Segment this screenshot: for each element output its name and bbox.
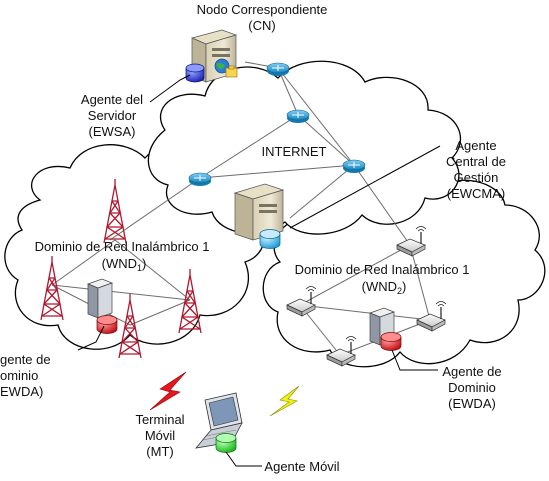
terminal-label-line3: (MT) xyxy=(146,444,173,459)
mobile-agent-label: Agente Móvil xyxy=(264,459,339,474)
central-server-icon xyxy=(233,183,285,241)
radio-tower-icon xyxy=(118,294,142,359)
router-icon xyxy=(266,62,290,76)
terminal-label-line1: Terminal xyxy=(135,412,184,427)
domain-controller-icon xyxy=(87,278,113,319)
radio-tower-icon xyxy=(40,256,64,321)
radio-tower-icon xyxy=(178,269,202,334)
domain-agent-database-icon xyxy=(96,315,118,334)
domain-agent-database-icon xyxy=(380,332,402,351)
domain1-title: Dominio de Red Inalámbrico 1 xyxy=(35,239,210,254)
server-agent-label-line3: (EWSA) xyxy=(89,124,136,139)
domain-agent-right-line2: Dominio xyxy=(448,380,496,395)
domain-agent-right-line1: Agente de xyxy=(442,364,501,379)
router-icon xyxy=(342,159,366,173)
correspondent-node-abbr: (CN) xyxy=(248,18,275,33)
internet-cloud xyxy=(147,60,462,235)
domain-agent-left-line2: ominio xyxy=(0,368,38,383)
access-point-icon xyxy=(396,226,427,257)
central-agent-label-line4: (EWCMA) xyxy=(447,186,506,201)
domain-agent-left-line1: gente de xyxy=(0,352,51,367)
server-agent-database-icon xyxy=(185,63,205,83)
lightning-bolt-icon xyxy=(269,385,300,417)
label-leader-lines xyxy=(77,74,441,467)
access-point-icon xyxy=(326,336,357,367)
globe-icon xyxy=(214,58,230,74)
access-point-icon xyxy=(286,286,317,317)
lightning-bolt-icon xyxy=(149,371,187,411)
terminal-label-line2: Móvil xyxy=(145,428,175,443)
central-agent-label-line1: Agente xyxy=(455,138,496,153)
folder-icon xyxy=(225,65,238,78)
router-icon xyxy=(188,172,212,186)
domain-agent-left-line3: EWDA) xyxy=(0,384,43,399)
domain2-abbr: (WND2) xyxy=(362,279,407,296)
domain-agent-right-line3: (EWDA) xyxy=(448,396,496,411)
mobile-agent-database-icon xyxy=(215,433,237,453)
internet-label: INTERNET xyxy=(262,144,327,159)
domain1-abbr: (WND1) xyxy=(102,256,147,273)
domain2-title: Dominio de Red Inalámbrico 1 xyxy=(295,262,470,277)
network-links xyxy=(51,61,431,356)
access-point-icon xyxy=(416,301,447,332)
radio-tower-icon xyxy=(103,179,127,244)
correspondent-node-title: Nodo Correspondiente xyxy=(197,2,328,17)
server-agent-label-line2: Servidor xyxy=(88,108,137,123)
central-agent-database-icon xyxy=(259,229,281,249)
router-icon xyxy=(286,109,310,123)
server-agent-label-line1: Agente del xyxy=(81,92,143,107)
central-agent-label-line2: Central de xyxy=(446,154,506,169)
central-agent-label-line3: Gestión xyxy=(454,170,499,185)
